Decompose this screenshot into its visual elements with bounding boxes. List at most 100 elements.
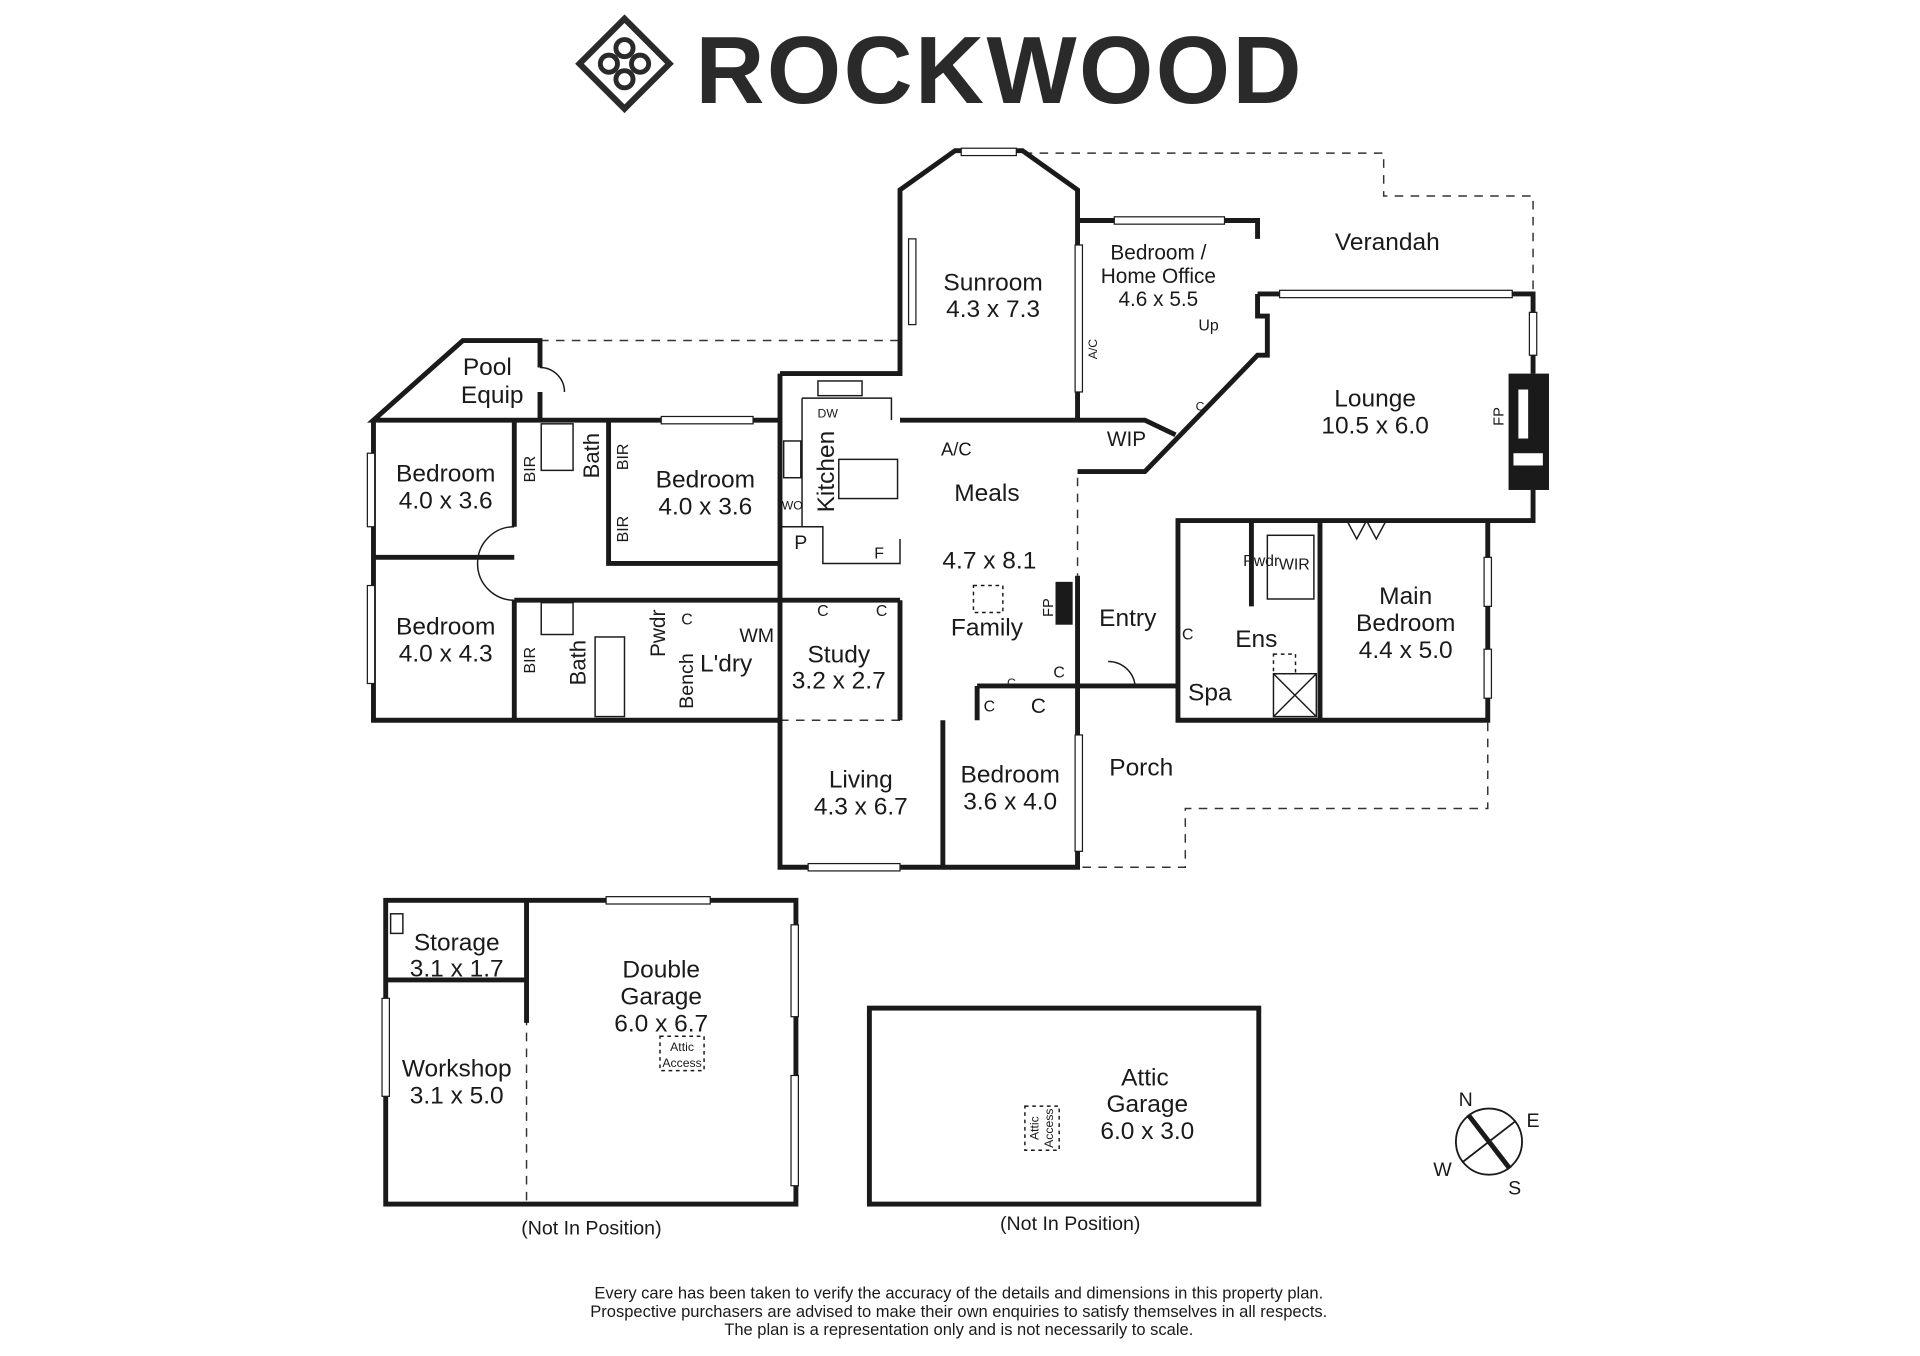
home-office-label: Bedroom / [1110, 242, 1206, 265]
compass-south: S [1508, 1177, 1521, 1199]
entry-label: Entry [1099, 605, 1157, 632]
wall-oven-label: WO [782, 499, 803, 513]
kitchen-label: Kitchen [813, 431, 840, 513]
sunroom-label: Sunroom [943, 269, 1042, 296]
pool-equip-label-2: Equip [461, 382, 524, 409]
rockwood-logo-icon [575, 14, 674, 114]
main-bedroom-label: Main [1379, 583, 1432, 610]
bench-label: Bench [676, 653, 698, 709]
bath-label: Bath [579, 433, 604, 478]
meals-label: Meals [954, 480, 1019, 507]
brand-name: ROCKWOOD [696, 18, 1304, 124]
disclaimer-line: The plan is a representation only and is… [724, 1320, 1193, 1339]
fridge-label: F [874, 546, 884, 563]
outdoor-outlines [525, 152, 1534, 1201]
bedroom-label: Bedroom [656, 467, 755, 494]
fireplace-label: FP [1492, 407, 1508, 426]
bedroom-label: Bedroom [396, 614, 495, 641]
fireplace-label: FP [1041, 598, 1057, 617]
compass-east: E [1527, 1110, 1540, 1132]
main-bedroom-label-2: Bedroom [1356, 610, 1455, 637]
bedroom-size: 4.0 x 3.6 [658, 493, 752, 520]
bir-label: BIR [615, 516, 632, 543]
garage-plan: Storage 3.1 x 1.7 Double Garage 6.0 x 6.… [381, 896, 799, 1240]
bath-label: Bath [565, 640, 590, 685]
attic-access-label: Attic [1027, 1116, 1041, 1140]
storage-label: Storage [414, 930, 500, 957]
home-office-size: 4.6 x 5.5 [1118, 288, 1198, 311]
pool-equip-label: Pool [463, 354, 512, 381]
walls [367, 148, 1549, 870]
workshop-label: Workshop [402, 1056, 512, 1083]
cupboard-label: C [681, 612, 692, 629]
study-label: Study [807, 642, 870, 669]
attic-garage-label-2: Garage [1107, 1091, 1189, 1118]
verandah-label: Verandah [1335, 229, 1440, 256]
stairs-up-label: Up [1198, 318, 1218, 335]
ensuite-label: Ens [1235, 626, 1277, 653]
cupboard-label: C [817, 603, 828, 620]
wip-label: WIP [1107, 428, 1146, 451]
main-bedroom-size: 4.4 x 5.0 [1359, 637, 1453, 664]
wm-label: WM [739, 625, 774, 647]
living-size: 4.3 x 6.7 [814, 794, 908, 821]
disclaimer-line: Prospective purchasers are advised to ma… [590, 1302, 1327, 1321]
bir-label: BIR [522, 647, 539, 674]
pwdr-label: Pwdr [647, 610, 670, 657]
cupboard-label: C [1031, 695, 1046, 718]
double-garage-size: 6.0 x 6.7 [614, 1010, 708, 1037]
attic-garage-label: Attic [1121, 1064, 1169, 1091]
cupboard-label: C [984, 699, 995, 716]
compass-north: N [1459, 1089, 1473, 1111]
cupboard-label: C [1182, 626, 1193, 643]
laundry-label: L'dry [700, 650, 753, 677]
workshop-size: 3.1 x 5.0 [410, 1083, 504, 1110]
cupboard-label: C [1196, 399, 1205, 413]
family-label: Family [951, 615, 1024, 642]
double-garage-label-2: Garage [620, 983, 702, 1010]
windows [366, 147, 1538, 872]
disclaimer: Every care has been taken to verify the … [590, 1283, 1327, 1339]
lounge-size: 10.5 x 6.0 [1321, 413, 1429, 440]
compass-west: W [1433, 1159, 1452, 1181]
dishwasher-label: DW [818, 407, 839, 421]
cupboard-label: C [876, 603, 887, 620]
small-labels: BIR BIR BIR BIR Bath Bath Pwdr Bench WM … [522, 318, 1508, 718]
not-in-position-note: (Not In Position) [521, 1218, 661, 1240]
not-in-position-note: (Not In Position) [1000, 1213, 1140, 1235]
compass-icon: N E S W [1433, 1089, 1539, 1199]
double-garage-label: Double [622, 956, 700, 983]
attic-access-label: Attic [670, 1040, 694, 1054]
living-label: Living [829, 767, 893, 794]
bedroom-label: Bedroom [961, 762, 1060, 789]
family-size: 4.7 x 8.1 [942, 547, 1036, 574]
lounge-label: Lounge [1334, 386, 1416, 413]
attic-garage-plan: Attic Access Attic Garage 6.0 x 3.0 (Not… [866, 1005, 1262, 1235]
cupboard-label: C [1007, 676, 1016, 690]
study-size: 3.2 x 2.7 [792, 667, 886, 694]
attic-access-label-2: Access [1042, 1108, 1056, 1147]
ac-label: A/C [1086, 339, 1100, 360]
bedroom-label: Bedroom [396, 460, 495, 487]
bir-label: BIR [522, 456, 539, 483]
bedroom-size: 4.0 x 4.3 [399, 640, 493, 667]
home-office-label-2: Home Office [1101, 265, 1216, 288]
pantry-label: P [794, 532, 807, 554]
porch-label: Porch [1109, 754, 1173, 781]
attic-garage-size: 6.0 x 3.0 [1100, 1118, 1194, 1145]
bedroom-size: 3.6 x 4.0 [963, 789, 1057, 816]
sunroom-size: 4.3 x 7.3 [946, 296, 1040, 323]
bedroom-size: 4.0 x 3.6 [399, 487, 493, 514]
attic-access-label-2: Access [662, 1056, 701, 1070]
bir-label: BIR [615, 444, 632, 471]
wir-label: WIR [1279, 557, 1310, 574]
fixtures [476, 366, 1387, 718]
spa-label: Spa [1188, 680, 1232, 707]
cupboard-label: C [1053, 664, 1064, 681]
pwdr-label: Pwdr [1243, 553, 1280, 570]
disclaimer-line: Every care has been taken to verify the … [594, 1283, 1323, 1302]
room-labels: Pool Equip Bedroom 4.0 x 3.6 Bedroom 4.0… [396, 229, 1455, 821]
ac-label: A/C [941, 439, 972, 460]
storage-size: 3.1 x 1.7 [410, 955, 504, 982]
